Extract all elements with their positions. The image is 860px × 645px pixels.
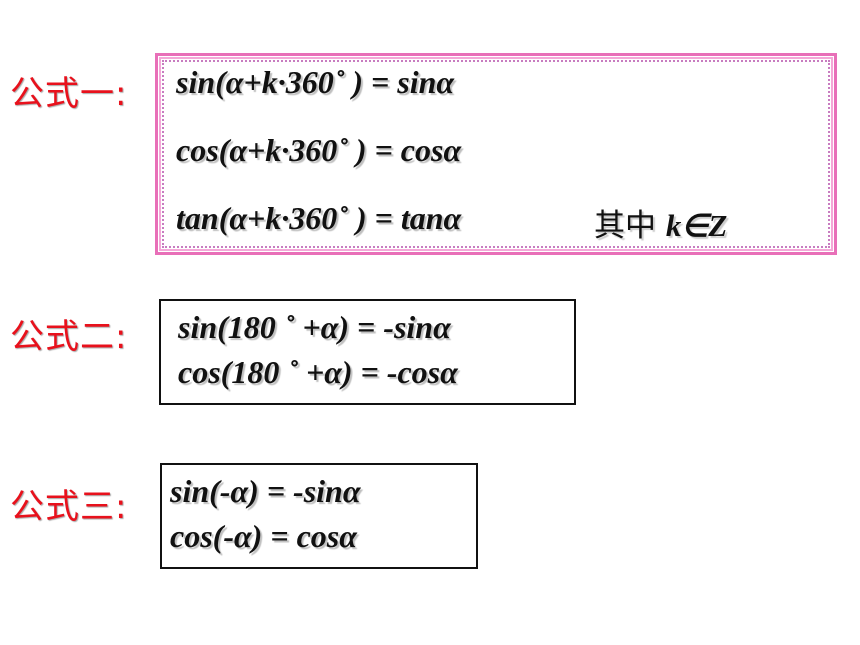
- formula2-cos: cos(180 ˚ +α) = -cosα: [178, 354, 458, 390]
- formula1-label: 公式一:: [10, 74, 128, 114]
- formula1-cos: cos(α+k·360˚ ) = cosα: [176, 132, 462, 168]
- condition-prefix: 其中: [594, 208, 666, 244]
- formula1-condition: 其中 k∈Z: [594, 200, 727, 245]
- formula3-box: [160, 463, 478, 569]
- formula3-cos: cos(-α) = cosα: [170, 518, 357, 554]
- formula1-box: [155, 53, 837, 255]
- formula2-sin: sin(180 ˚ +α) = -sinα: [178, 309, 451, 345]
- condition-expression: k∈Z: [665, 208, 728, 243]
- formula2-label: 公式二:: [10, 317, 128, 357]
- formula3-sin: sin(-α) = -sinα: [170, 473, 361, 509]
- formula2-box: [159, 299, 576, 405]
- formula3-label: 公式三:: [10, 487, 128, 527]
- formula1-tan: tan(α+k·360˚ ) = tanα: [176, 200, 462, 236]
- formula1-sin: sin(α+k·360˚ ) = sinα: [176, 64, 455, 100]
